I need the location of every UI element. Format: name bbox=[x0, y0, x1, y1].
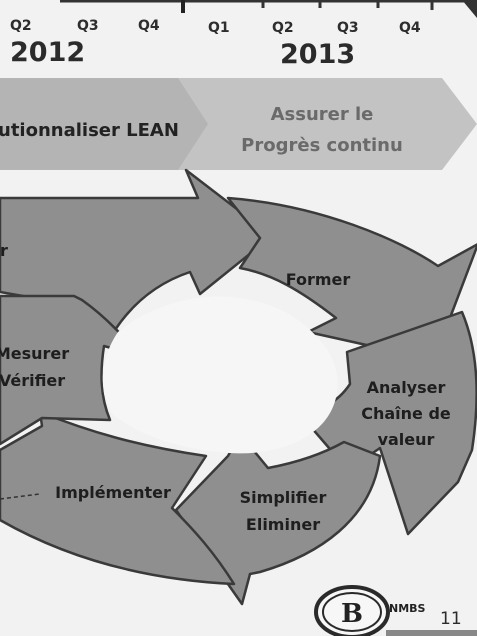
year-2013-label: 2013 bbox=[280, 39, 355, 70]
cycle-label-former: Former bbox=[286, 270, 351, 289]
cycle-center bbox=[102, 296, 338, 454]
cycle-label-mesurer-2: Vérifier bbox=[0, 371, 65, 390]
cycle-label-simplifier-1: Simplifier bbox=[240, 488, 327, 507]
quarter-label: Q3 bbox=[337, 20, 359, 36]
cycle-segment-simplifier bbox=[174, 432, 382, 606]
phase-chevron-left bbox=[0, 78, 213, 170]
phase-bar: utionnaliser LEAN Assurer le Progrès con… bbox=[0, 78, 477, 170]
cycle-segment-former bbox=[226, 196, 477, 362]
quarter-label: Q4 bbox=[399, 20, 421, 36]
page-number: 11 bbox=[440, 609, 462, 629]
cycle-label-implementer: Implémenter bbox=[55, 483, 171, 502]
phase-right-label-line2: Progrès continu bbox=[241, 135, 403, 156]
phase-right-label-line1: Assurer le bbox=[271, 104, 374, 125]
cycle-label-mesurer-1: Mesurer bbox=[0, 344, 69, 363]
cycle-label-analyser-1: Analyser bbox=[367, 378, 446, 397]
logo-text: NMBS bbox=[389, 602, 426, 615]
phase-left-label: utionnaliser LEAN bbox=[0, 120, 179, 141]
cycle-label-analyser-3: valeur bbox=[378, 430, 435, 449]
year-2012-label: 2012 bbox=[10, 37, 85, 68]
nmbs-logo: B NMBS bbox=[314, 585, 477, 636]
logo-oval bbox=[314, 585, 390, 636]
quarter-label: Q1 bbox=[208, 20, 230, 36]
phase-chevron-right bbox=[178, 78, 477, 170]
quarter-label: Q3 bbox=[77, 18, 99, 34]
logo-stripe bbox=[386, 630, 477, 636]
logo-inner-oval bbox=[322, 592, 382, 632]
cycle-segment-implementer bbox=[0, 410, 236, 586]
timeline-arrow-end bbox=[462, 0, 477, 18]
timeline: Q2 Q3 Q4 2012 Q1 Q2 Q3 Q4 2013 bbox=[0, 0, 477, 70]
quarter-label: Q2 bbox=[10, 18, 32, 34]
cycle-label-simplifier-2: Eliminer bbox=[246, 515, 320, 534]
cycle-diagram bbox=[0, 168, 477, 606]
quarter-label: Q2 bbox=[272, 20, 294, 36]
quarter-label: Q4 bbox=[138, 18, 160, 34]
cycle-label-analyser-2: Chaîne de bbox=[361, 404, 451, 423]
logo-letter: B bbox=[341, 599, 363, 629]
cycle-label-partial: r bbox=[0, 241, 8, 260]
